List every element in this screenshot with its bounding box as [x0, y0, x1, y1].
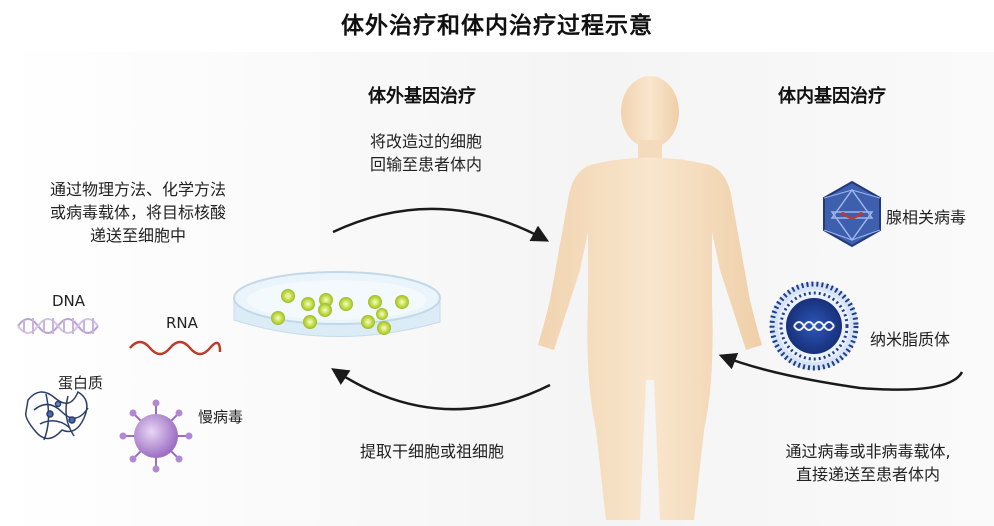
delivery-note-line: 递送至细胞中: [89, 226, 186, 245]
cell-icon: [281, 289, 295, 303]
diagram-title: 体外治疗和体内治疗过程示意: [341, 13, 653, 39]
protein-label: 蛋白质: [58, 374, 104, 392]
cell-icon: [271, 311, 285, 325]
rna-label: RNA: [166, 314, 198, 332]
lnp-label: 纳米脂质体: [870, 330, 951, 349]
return-note: 将改造过的细胞 回输至患者体内: [370, 130, 482, 176]
lentivirus-label: 慢病毒: [198, 408, 244, 426]
return-arrow: [332, 207, 550, 242]
in-vivo-delivery-note: 通过病毒或非病毒载体, 直接递送至患者体内: [748, 440, 988, 486]
cell-icon: [318, 303, 332, 317]
in-vivo-delivery-line: 通过病毒或非病毒载体,: [785, 442, 951, 461]
delivery-note-line: 或病毒载体，将目标核酸: [49, 203, 226, 222]
delivery-note: 通过物理方法、化学方法 或病毒载体，将目标核酸 递送至细胞中: [18, 178, 258, 247]
cell-icon: [361, 315, 375, 329]
lnp-icon: [769, 281, 859, 371]
stem-cells: [271, 289, 409, 335]
cell-icon: [368, 295, 382, 309]
ex-vivo-heading: 体外基因治疗: [368, 86, 476, 107]
in-vivo-arrow: [718, 353, 964, 391]
cell-icon: [395, 295, 409, 309]
in-vivo-delivery-line: 直接递送至患者体内: [795, 465, 940, 484]
in-vivo-heading: 体内基因治疗: [778, 86, 886, 107]
dna-label: DNA: [52, 292, 86, 310]
return-note-line: 回输至患者体内: [370, 155, 483, 174]
delivery-note-line: 通过物理方法、化学方法: [49, 180, 226, 199]
extract-note: 提取干细胞或祖细胞: [360, 442, 505, 461]
dna-icon: [17, 318, 99, 334]
human-body-icon: [538, 76, 762, 520]
aav-label: 腺相关病毒: [886, 208, 967, 227]
rna-icon: [129, 340, 222, 356]
cell-icon: [377, 321, 391, 335]
cell-icon: [303, 315, 317, 329]
protein-icon: [24, 390, 89, 441]
return-note-line: 将改造过的细胞: [370, 132, 483, 151]
lentivirus-icon: [119, 399, 193, 473]
cell-icon: [376, 308, 388, 320]
cell-icon: [339, 297, 353, 311]
cell-icon: [301, 297, 315, 311]
extract-arrow: [331, 368, 551, 411]
petri-dish-icon: [233, 271, 441, 337]
aav-icon: [823, 180, 881, 248]
